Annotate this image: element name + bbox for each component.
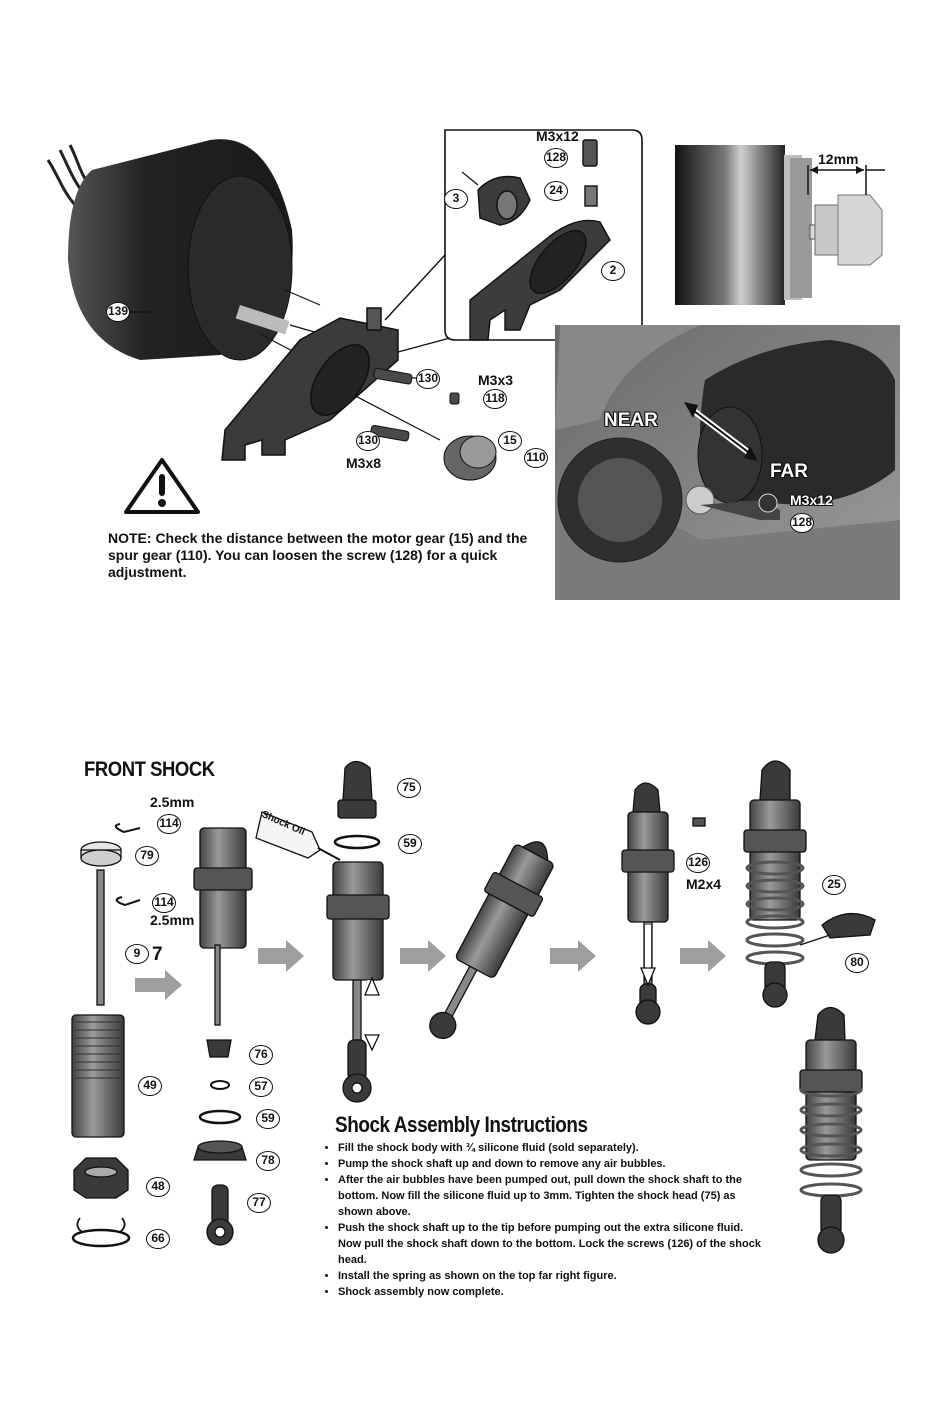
- label-m3x12-top: M3x12: [536, 128, 579, 144]
- callout-128-top: 128: [544, 148, 568, 168]
- callout-77: 77: [247, 1193, 271, 1213]
- shock-parts-col5: [621, 782, 706, 1025]
- instruction-item: After the air bubbles have been pumped o…: [338, 1172, 768, 1220]
- callout-2: 2: [601, 261, 625, 281]
- label-m3x12-photo: M3x12: [790, 492, 833, 508]
- label-m3x3: M3x3: [478, 372, 514, 388]
- callout-76: 76: [249, 1045, 273, 1065]
- callout-59-mid: 59: [256, 1109, 280, 1129]
- step-arrow: [135, 970, 182, 1000]
- callout-130-a: 130: [416, 369, 440, 389]
- step-number: 7: [152, 944, 163, 965]
- callout-78: 78: [256, 1151, 280, 1171]
- callout-126: 126: [686, 853, 710, 873]
- instructions-title: Shock Assembly Instructions: [335, 1112, 588, 1137]
- callout-75: 75: [397, 778, 421, 798]
- motor-mount: [221, 307, 399, 461]
- label-m2x4: M2x4: [686, 876, 722, 892]
- shock-tilted: [429, 841, 554, 1040]
- shock-parts-left: [71, 823, 141, 1248]
- callout-66: 66: [146, 1229, 170, 1249]
- motor-can: [68, 139, 293, 361]
- shock-parts-col3: [255, 760, 390, 1103]
- instruction-item: Install the spring as shown on the top f…: [338, 1268, 768, 1284]
- gear-spacing-photo: [675, 140, 900, 310]
- callout-118: 118: [483, 389, 507, 409]
- callout-59-cap: 59: [398, 834, 422, 854]
- warning-icon: [124, 458, 200, 514]
- callout-48: 48: [146, 1177, 170, 1197]
- callout-9: 9: [125, 944, 149, 964]
- note-text: NOTE: Check the distance between the mot…: [108, 530, 528, 580]
- callout-79: 79: [135, 846, 159, 866]
- callout-3: 3: [444, 189, 468, 209]
- zoom-parts: [469, 139, 611, 341]
- callout-57: 57: [249, 1077, 273, 1097]
- instruction-item: Shock assembly now complete.: [338, 1284, 768, 1300]
- instruction-item: Push the shock shaft up to the tip befor…: [338, 1220, 768, 1268]
- instructions-list: Fill the shock body with ¾ silicone flui…: [322, 1140, 768, 1300]
- label-clip-size-bottom: 2.5mm: [150, 912, 195, 928]
- shock-with-spring: [743, 760, 876, 1008]
- pinion-gear: [443, 435, 497, 481]
- callout-114-top: 114: [157, 814, 181, 834]
- shock-complete: [799, 1006, 863, 1254]
- label-clip-size-top: 2.5mm: [150, 794, 195, 810]
- label-near: NEAR: [604, 410, 658, 431]
- callout-80: 80: [845, 953, 869, 973]
- callout-128-photo: 128: [790, 513, 814, 533]
- callout-25: 25: [822, 875, 846, 895]
- callout-114-bottom: 114: [152, 893, 176, 913]
- front-shock-title: FRONT SHOCK: [84, 758, 215, 781]
- callout-110: 110: [524, 448, 548, 468]
- instruction-item: Pump the shock shaft up and down to remo…: [338, 1156, 768, 1172]
- label-12mm: 12mm: [818, 151, 859, 167]
- instruction-item: Fill the shock body with ¾ silicone flui…: [338, 1140, 768, 1156]
- label-far: FAR: [770, 461, 808, 482]
- label-m3x8: M3x8: [346, 455, 382, 471]
- callout-15: 15: [498, 431, 522, 451]
- callout-49: 49: [138, 1076, 162, 1096]
- near-far-photo: [555, 325, 900, 600]
- callout-130-b: 130: [356, 431, 380, 451]
- callout-139: 139: [106, 302, 130, 322]
- shock-parts-col2: [193, 827, 253, 1246]
- callout-24: 24: [544, 181, 568, 201]
